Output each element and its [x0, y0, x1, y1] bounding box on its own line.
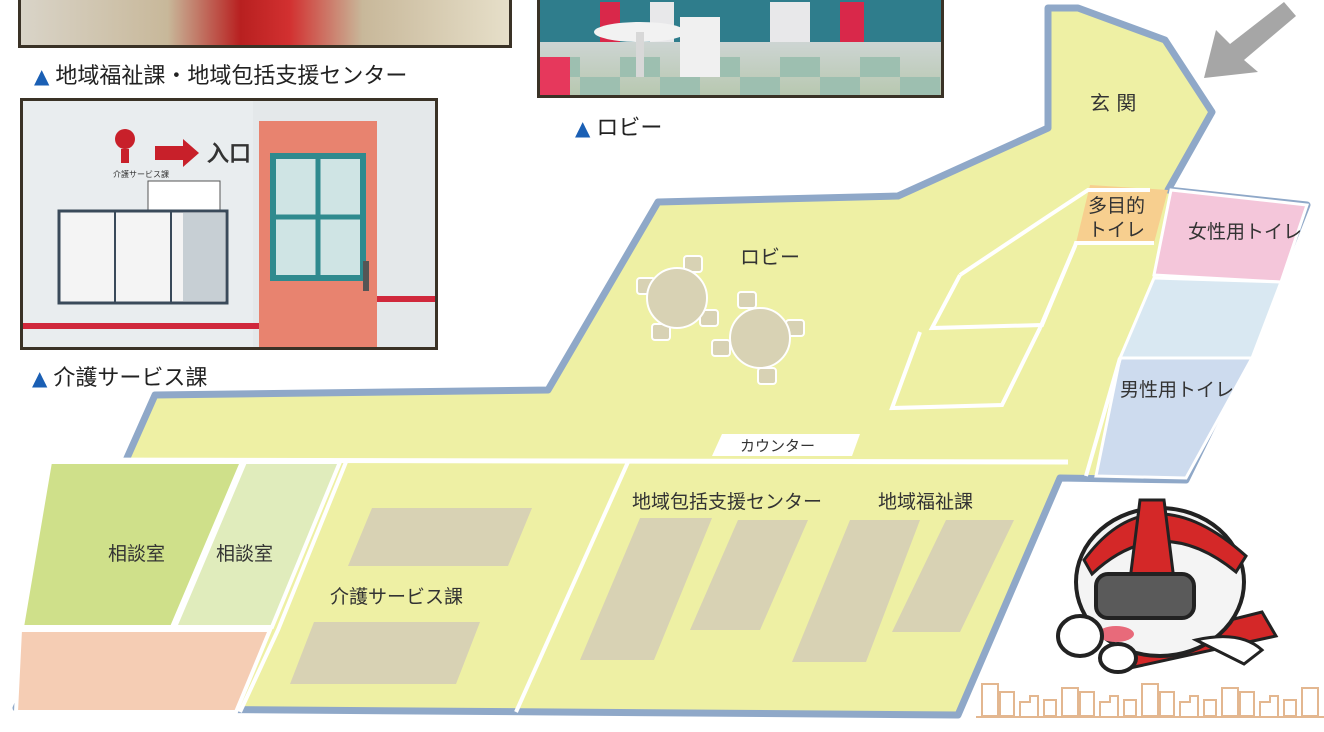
label-entrance: 玄 関 — [1090, 91, 1136, 115]
label-multipurpose-toilet-1: 多目的 — [1088, 195, 1145, 217]
multipurpose-toilet — [1076, 185, 1168, 243]
sign-dept-text: 介護サービス課 — [113, 169, 169, 179]
label-multipurpose-toilet-2: トイレ — [1088, 219, 1145, 241]
photo-care-service: 入口 介護サービス課 — [20, 98, 438, 350]
care-photo-illustration: 入口 介護サービス課 — [23, 101, 435, 347]
consult-room-1 — [19, 460, 246, 629]
welfare-desk-1 — [792, 520, 920, 662]
storage-room — [13, 628, 273, 714]
photo-welfare-office — [18, 0, 512, 48]
label-care-service: 介護サービス課 — [330, 586, 463, 608]
welfare-desk-2 — [892, 520, 1014, 632]
caption-welfare: ▲地域福祉課・地域包括支援センター — [34, 64, 408, 89]
partition-lines — [889, 188, 1154, 477]
label-consult-room-1: 相談室 — [108, 543, 165, 565]
label-support-center: 地域包括支援センター — [632, 491, 822, 513]
entrance-arrow-icon — [1204, 2, 1296, 78]
label-womens-toilet: 女性用トイレ — [1188, 221, 1302, 243]
care-desk-2 — [290, 622, 480, 684]
triangle-icon: ▲ — [34, 64, 50, 88]
support-desk-2 — [690, 520, 808, 630]
caption-care-service: ▲介護サービス課 — [32, 366, 208, 391]
skyline-decoration — [976, 683, 1324, 718]
sign-entrance-text: 入口 — [207, 142, 251, 167]
counter — [712, 434, 860, 456]
label-counter: カウンター — [740, 437, 815, 455]
care-desk-1 — [348, 508, 532, 566]
lobby-table-2 — [711, 291, 805, 385]
mascot-character — [1056, 498, 1279, 674]
lobby-photo-illustration — [540, 0, 941, 95]
photo-lobby — [537, 0, 944, 98]
triangle-icon: ▲ — [575, 116, 591, 140]
label-welfare: 地域福祉課 — [878, 491, 973, 513]
triangle-icon: ▲ — [32, 366, 48, 390]
label-lobby: ロビー — [740, 245, 800, 269]
mens-toilet — [1094, 356, 1255, 480]
consult-room-2 — [171, 460, 343, 629]
label-mens-toilet: 男性用トイレ — [1120, 379, 1234, 401]
label-consult-room-2: 相談室 — [216, 543, 273, 565]
lobby-table-1 — [636, 255, 719, 341]
caption-lobby: ▲ロビー — [575, 116, 663, 141]
office-dividers — [238, 461, 630, 713]
support-desk-1 — [580, 518, 712, 660]
